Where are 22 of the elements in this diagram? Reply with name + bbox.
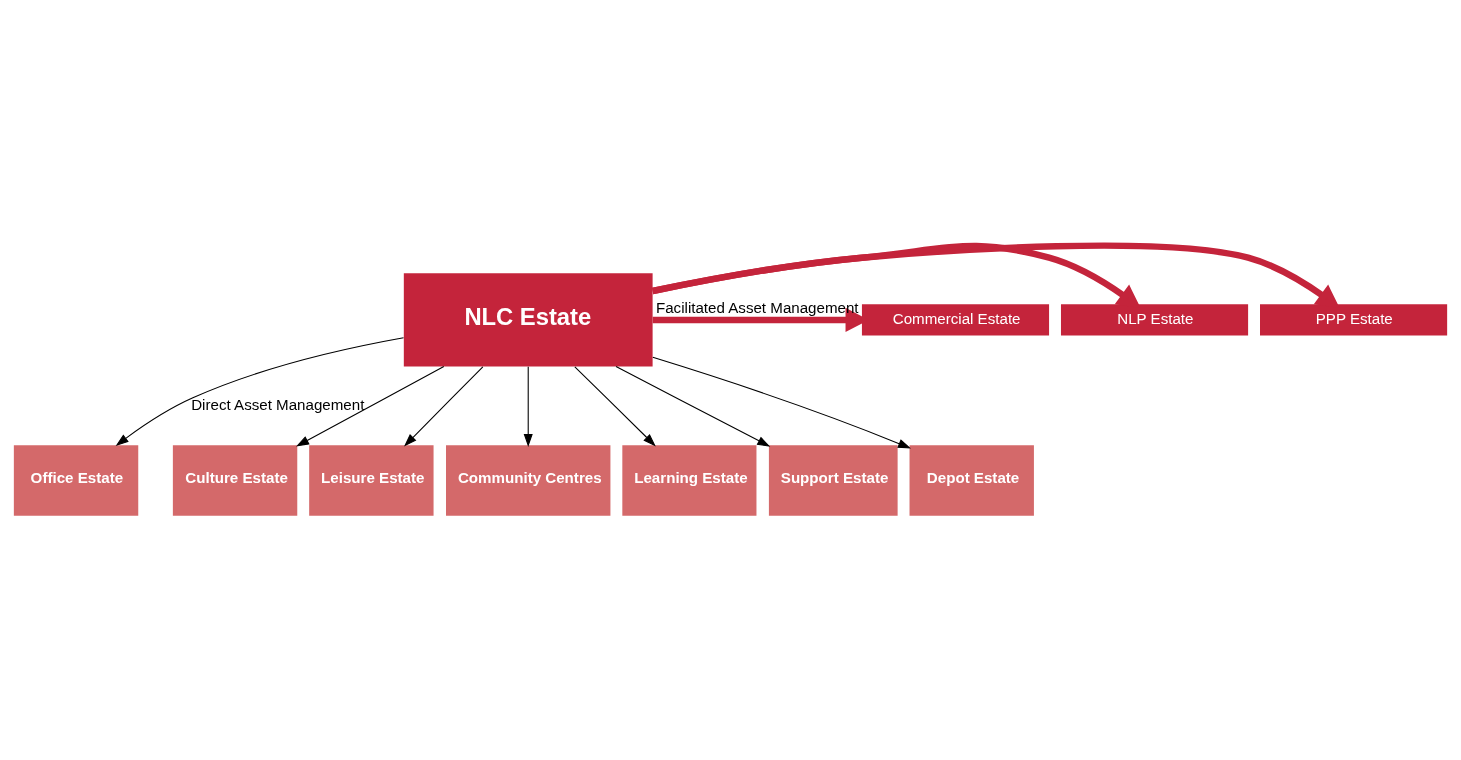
node-box: NLC Estate <box>403 272 653 366</box>
arrow <box>652 241 1340 308</box>
arrow <box>652 356 911 448</box>
arrow <box>404 365 484 446</box>
arrow <box>523 365 533 447</box>
edge-label: Facilitated Asset Management <box>655 298 859 316</box>
node-box: Culture Estate <box>172 444 298 516</box>
node-box: Community Centres <box>446 444 611 516</box>
node-box: Support Estate <box>768 444 898 516</box>
arrow <box>115 336 405 446</box>
arrow <box>615 365 771 447</box>
node-box: Commercial Estate <box>861 303 1050 336</box>
edge-label: Direct Asset Management <box>191 395 365 413</box>
node-box: Leisure Estate <box>309 444 434 516</box>
arrow <box>652 242 1141 308</box>
node-box: PPP Estate <box>1260 303 1448 336</box>
node-box: NLP Estate <box>1060 303 1249 336</box>
node-box: Depot Estate <box>909 444 1034 516</box>
arrow <box>574 365 656 446</box>
arrow <box>296 365 445 446</box>
node-box: Learning Estate <box>622 444 757 516</box>
node-box: Office Estate <box>13 444 139 516</box>
